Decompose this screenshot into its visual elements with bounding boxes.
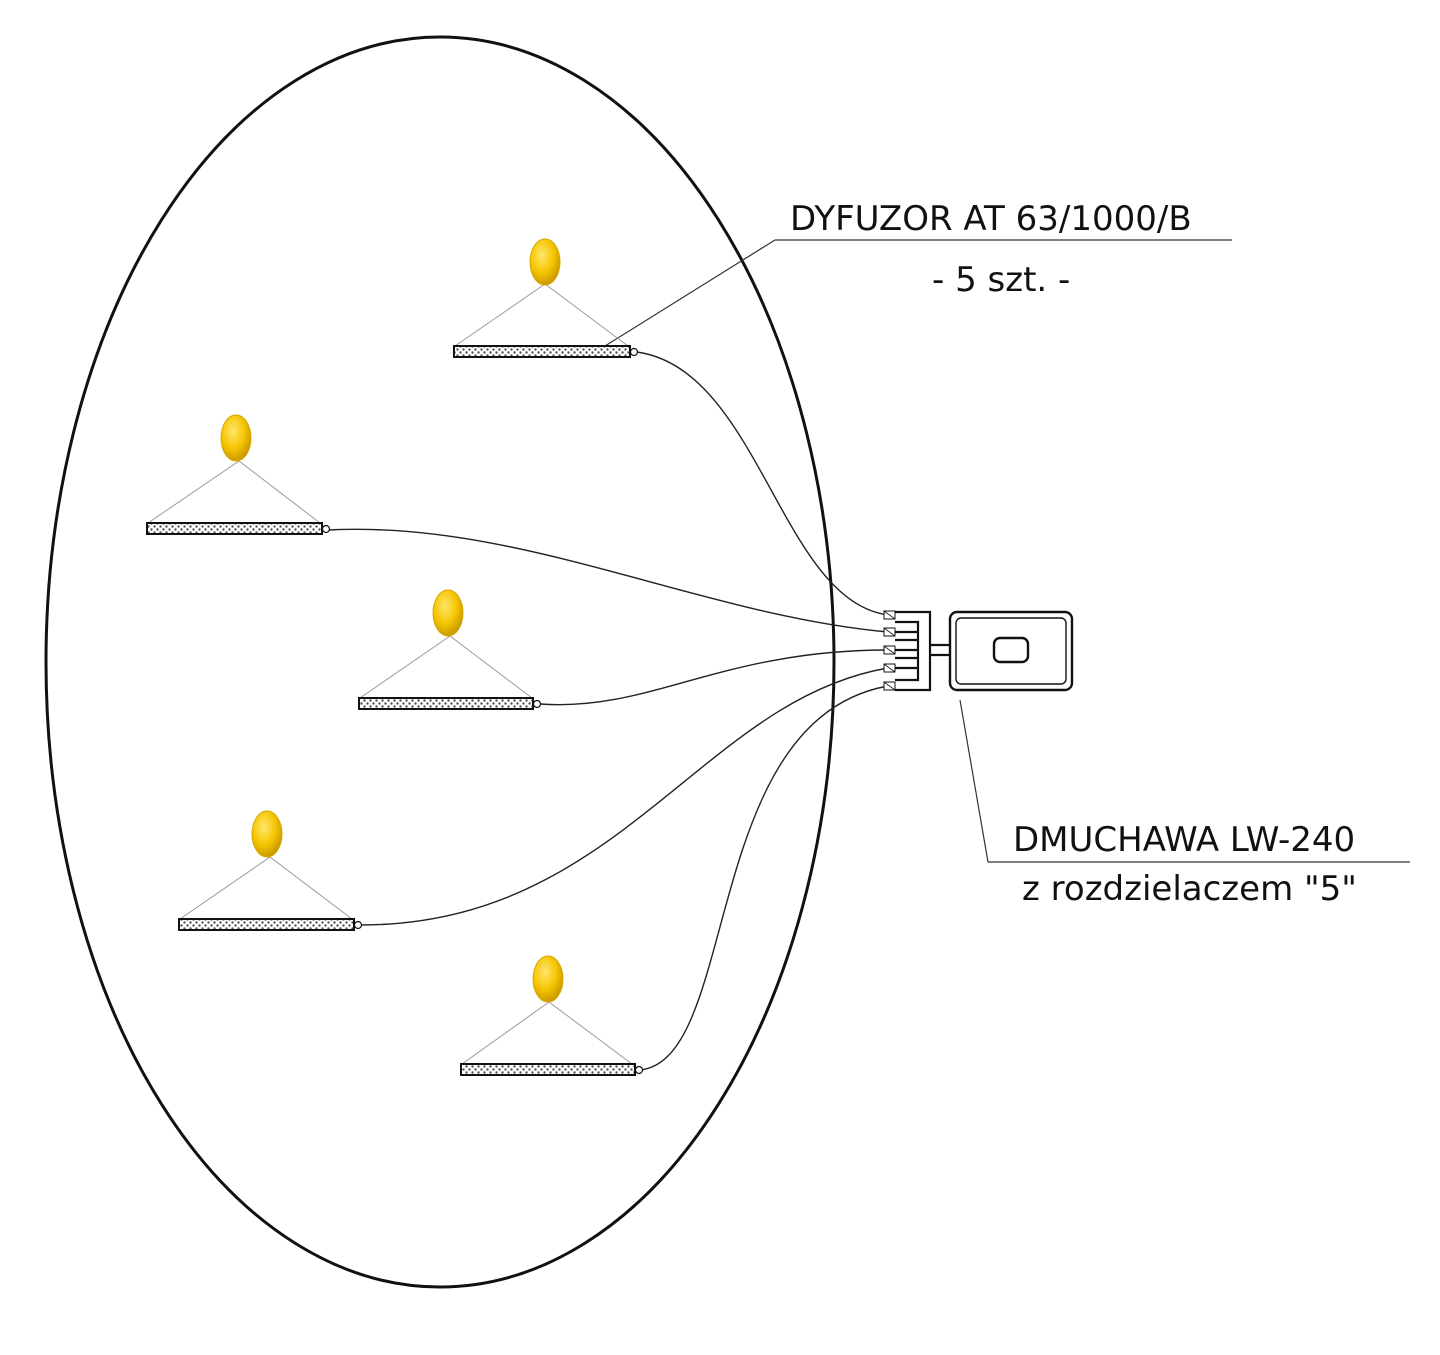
diffuser-label-title: DYFUZOR AT 63/1000/B bbox=[790, 199, 1192, 239]
blower-vent bbox=[992, 636, 1030, 664]
hose-5 bbox=[639, 685, 889, 1071]
diffuser-5 bbox=[460, 1063, 636, 1076]
blower bbox=[948, 610, 1074, 692]
float-2 bbox=[220, 414, 252, 462]
diffuser-unit-1 bbox=[453, 238, 639, 358]
float-1 bbox=[529, 238, 561, 286]
pond-outline bbox=[44, 35, 836, 1289]
diffuser-leader bbox=[604, 239, 1232, 347]
diffuser-unit-3 bbox=[358, 589, 542, 710]
float-5 bbox=[532, 955, 564, 1003]
diffuser-3 bbox=[358, 697, 534, 710]
hose-1 bbox=[636, 351, 889, 616]
diffuser-unit-5 bbox=[460, 955, 644, 1076]
blower-label-title: DMUCHAWA LW-240 bbox=[1013, 820, 1356, 860]
diffuser-units bbox=[146, 238, 644, 1076]
manifold-valves bbox=[883, 610, 896, 691]
diffuser-unit-2 bbox=[146, 414, 331, 535]
float-3 bbox=[432, 589, 464, 637]
float-4 bbox=[251, 810, 283, 858]
blower-leader bbox=[959, 699, 1410, 863]
air-hoses bbox=[327, 351, 889, 1071]
blower-housing-inner bbox=[955, 617, 1067, 685]
blower-label-subtitle: z rozdzielaczem "5" bbox=[1022, 869, 1357, 909]
diffuser-1 bbox=[453, 345, 631, 358]
hose-3 bbox=[539, 649, 889, 706]
hose-2 bbox=[327, 528, 889, 633]
manifold bbox=[895, 610, 950, 692]
diffuser-unit-4 bbox=[178, 810, 363, 931]
blower-housing-outer bbox=[948, 610, 1074, 692]
diffuser-4 bbox=[178, 918, 355, 931]
diffuser-label-count: - 5 szt. - bbox=[932, 260, 1071, 300]
hose-4 bbox=[359, 667, 889, 926]
diffuser-2 bbox=[146, 522, 323, 535]
